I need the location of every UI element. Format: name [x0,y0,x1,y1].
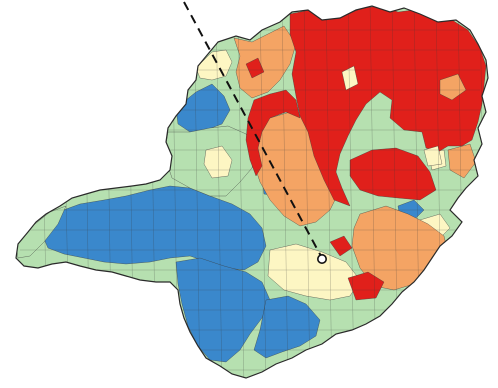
region-red-small-2 [245,57,265,79]
transect-endpoint-marker [316,254,327,265]
region-cream-southeast [267,243,361,301]
region-cream-in-red-1 [341,65,359,91]
region-orange-north [233,25,297,99]
region-blue-west [39,185,267,271]
region-blue-northwest [175,83,231,133]
region-cream-in-red-2 [423,145,443,167]
dashed-transect-line [183,1,323,259]
region-green-west-tip [16,205,67,259]
regions-layer [16,6,487,378]
region-red-east-lower [349,147,437,201]
